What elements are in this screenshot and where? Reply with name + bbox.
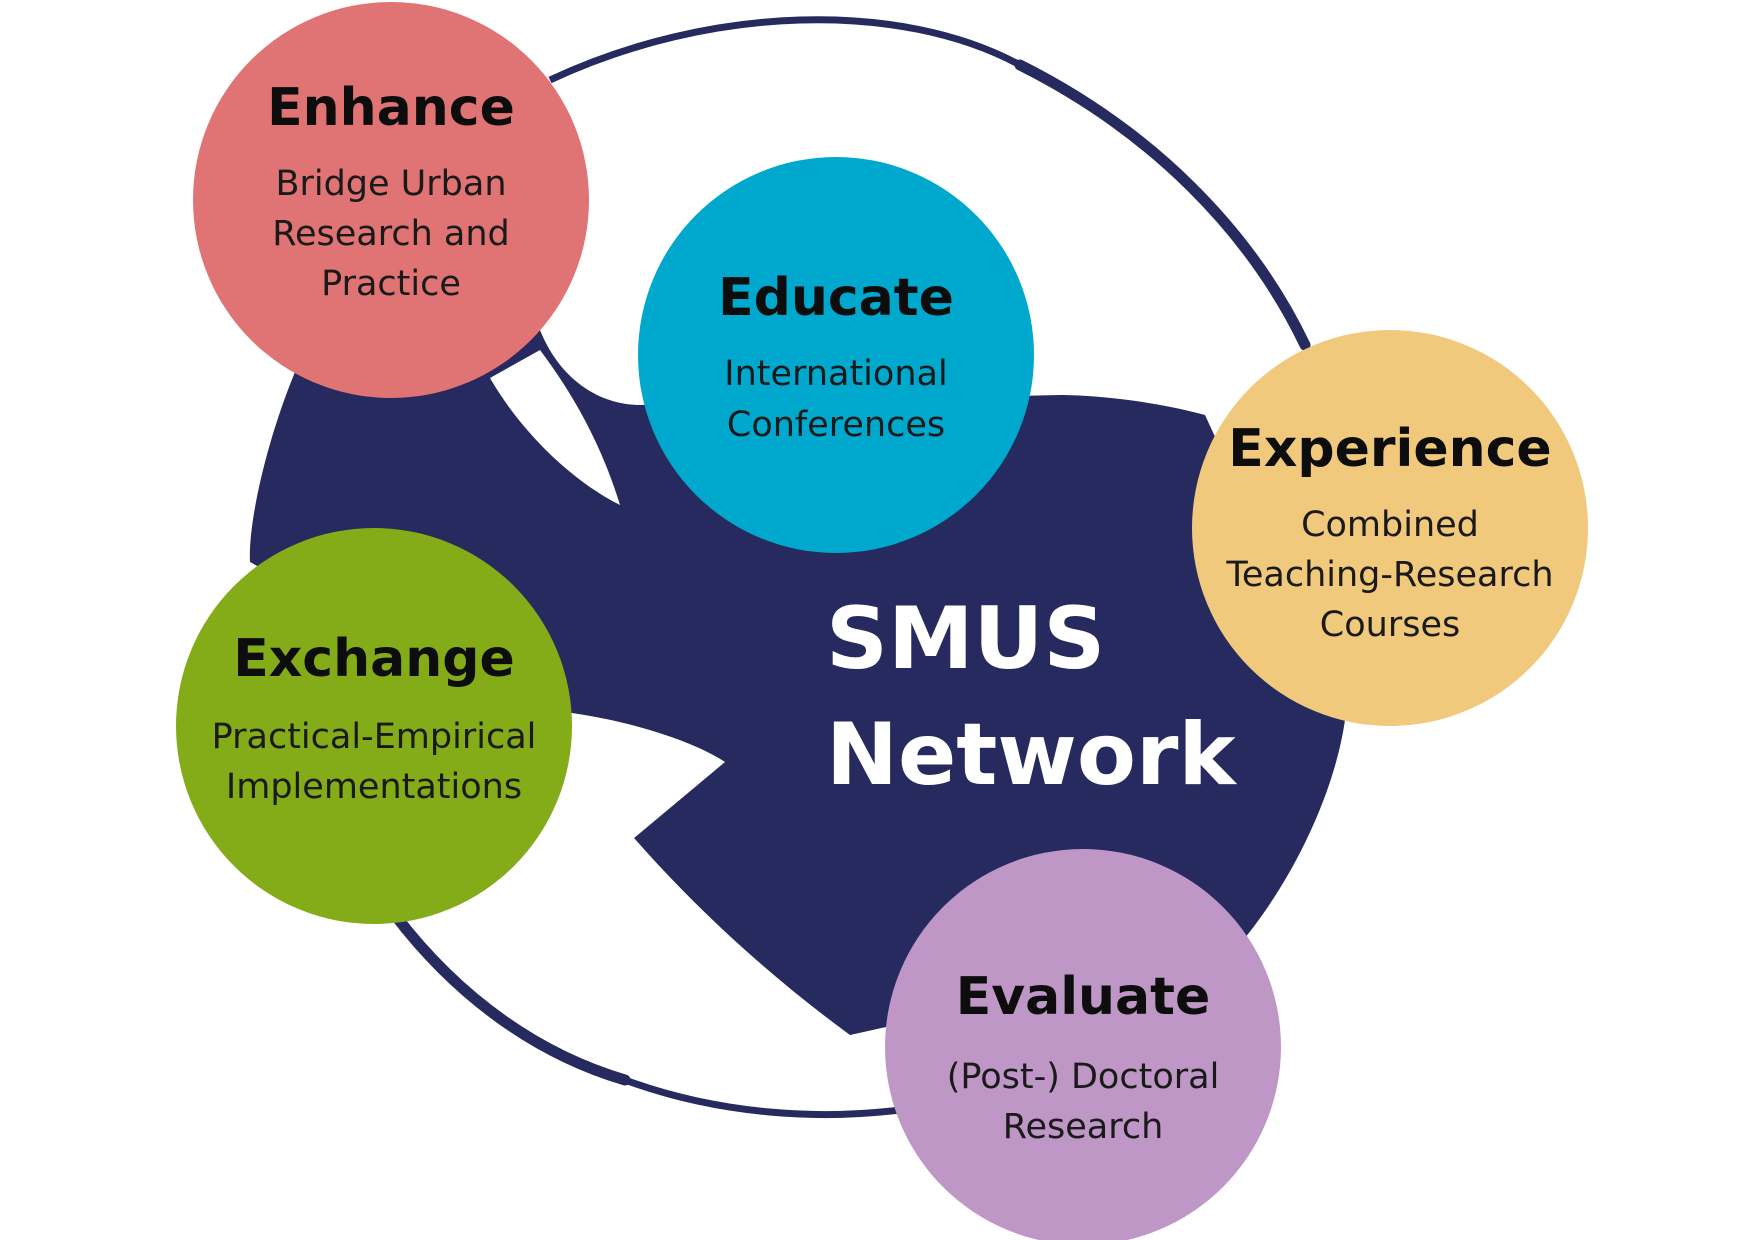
- evaluate-line-2: Research: [1003, 1107, 1164, 1147]
- enhance-line-3: Practice: [321, 264, 461, 304]
- evaluate-title: Evaluate: [956, 967, 1211, 1027]
- educate-line-1: International: [724, 354, 947, 394]
- enhance-circle: [193, 2, 589, 398]
- evaluate-circle: [885, 849, 1281, 1240]
- node-enhance: Enhance Bridge Urban Research and Practi…: [193, 2, 589, 398]
- enhance-line-2: Research and: [272, 214, 510, 254]
- experience-line-3: Courses: [1320, 605, 1460, 645]
- node-exchange: Exchange Practical-Empirical Implementat…: [176, 528, 572, 924]
- exchange-title: Exchange: [233, 629, 515, 689]
- educate-circle: [638, 157, 1034, 553]
- experience-line-1: Combined: [1301, 505, 1479, 545]
- educate-title: Educate: [718, 268, 954, 328]
- node-evaluate: Evaluate (Post-) Doctoral Research: [885, 849, 1281, 1240]
- enhance-line-1: Bridge Urban: [275, 164, 506, 204]
- experience-line-2: Teaching-Research: [1225, 555, 1553, 595]
- evaluate-line-1: (Post-) Doctoral: [947, 1057, 1220, 1097]
- enhance-title: Enhance: [267, 78, 515, 138]
- orbit-ring-bottom-left: [389, 909, 631, 1086]
- orbit-ring-top-right: [1014, 59, 1311, 351]
- orbit-ring-top: [548, 16, 1022, 84]
- exchange-line-2: Implementations: [226, 767, 522, 807]
- orbit-ring-bottom: [623, 1076, 901, 1119]
- experience-circle: [1192, 330, 1588, 726]
- node-educate: Educate International Conferences: [638, 157, 1034, 553]
- exchange-line-1: Practical-Empirical: [212, 717, 537, 757]
- experience-title: Experience: [1228, 419, 1551, 479]
- blob-inner-cut: [560, 712, 725, 900]
- center-title-line-1: SMUS: [826, 589, 1105, 689]
- exchange-circle: [176, 528, 572, 924]
- educate-line-2: Conferences: [727, 405, 945, 445]
- blob-notch: [490, 350, 620, 505]
- center-title-line-2: Network: [826, 705, 1237, 805]
- node-experience: Experience Combined Teaching-Research Co…: [1192, 330, 1588, 726]
